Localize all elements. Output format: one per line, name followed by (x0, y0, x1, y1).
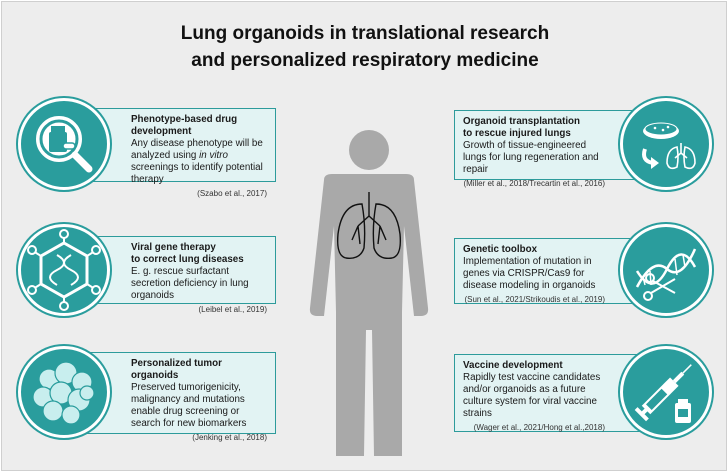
card-reference: (Jenking et al., 2018) (192, 433, 267, 442)
card-title-line-1: Organoid transplantation (463, 116, 581, 127)
card-title-line-2: to correct lung diseases (131, 254, 244, 265)
dna-scissors-icon (620, 224, 712, 316)
card-body-italic: in vitro (199, 150, 228, 161)
card-body: Growth of tissue-engineered lungs for lu… (463, 140, 599, 175)
figure-title: Lung organoids in translational research… (2, 20, 728, 74)
card-title: Genetic toolbox (463, 244, 538, 255)
organoid-cluster-icon (18, 346, 110, 438)
card-title-line-2: to rescue injured lungs (463, 128, 571, 139)
title-line-2: and personalized respiratory medicine (191, 50, 539, 71)
card-reference: (Miller et al., 2018/Trecartin et al., 2… (463, 179, 605, 188)
card-reference: (Szabo et al., 2017) (197, 189, 267, 198)
card-title: Phenotype-based drug development (131, 114, 238, 137)
card-reference: (Sun et al., 2021/Strikoudis et al., 201… (464, 295, 605, 304)
card-title: Vaccine development (463, 360, 563, 371)
human-silhouette (309, 130, 429, 456)
card-reference: (Wager et al., 2021/Hong et al.,2018) (473, 423, 605, 432)
card-body: Rapidly test vaccine candidates and/or o… (463, 372, 601, 419)
card-body: Any disease phenotype will be analyzed u… (131, 138, 267, 186)
title-line-1: Lung organoids in translational research (180, 23, 550, 44)
card-body: Implementation of mutation in genes via … (463, 256, 596, 291)
petri-dish-lungs-icon (620, 98, 712, 190)
card-body: Preserved tumorigenicity, malignancy and… (131, 382, 247, 429)
card-body: E. g. rescue surfactant secretion defici… (131, 266, 249, 301)
syringe-vial-icon (620, 346, 712, 438)
card-title: Personalized tumor organoids (131, 358, 222, 381)
lungs-icon (336, 192, 402, 259)
magnifier-pill-bottle-icon (18, 98, 110, 190)
card-reference: (Leibel et al., 2019) (198, 305, 268, 314)
card-body-text-2: screenings to identify potential therapy (131, 162, 263, 185)
card-body-text: Any disease phenotype will be analyzed u… (131, 138, 263, 161)
virus-dna-icon (18, 224, 110, 316)
card-title-line-1: Viral gene therapy (131, 242, 216, 253)
